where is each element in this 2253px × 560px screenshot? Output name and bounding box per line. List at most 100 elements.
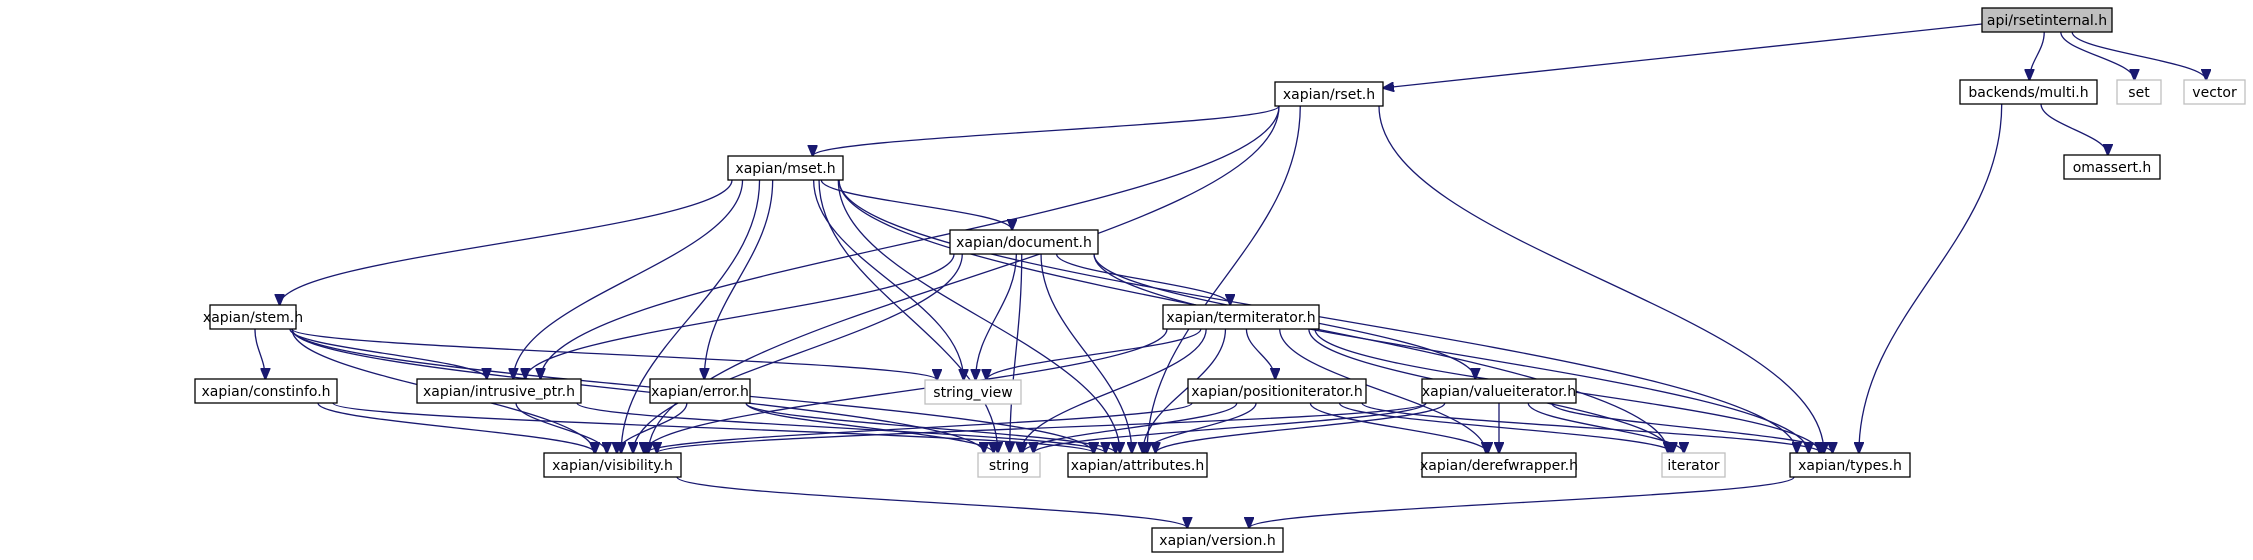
edge-termiterator-to-attributes xyxy=(1143,328,1227,453)
edge-multi-to-types xyxy=(1859,103,2003,453)
node-document[interactable]: xapian/document.h xyxy=(949,229,1099,255)
edge-rset-to-types xyxy=(1378,105,1824,453)
edge-termiterator-to-derefwrapper xyxy=(1279,328,1486,453)
edge-error-to-visibility xyxy=(617,402,688,453)
edge-stem-to-string xyxy=(291,328,984,453)
node-termiterator[interactable]: xapian/termiterator.h xyxy=(1162,304,1320,330)
edge-error-to-attributes xyxy=(745,402,1116,453)
edge-intrusive_ptr-to-attributes xyxy=(576,402,1106,453)
node-box xyxy=(1421,378,1577,404)
node-set: set xyxy=(2116,79,2162,105)
edge-positioniterator-to-derefwrapper xyxy=(1309,402,1488,453)
edge-document-to-types xyxy=(1093,253,1809,453)
edge-rsetinternal-to-rset xyxy=(1383,23,1983,88)
edge-visibility-to-version xyxy=(676,476,1187,528)
node-label: xapian/version.h xyxy=(1159,533,1275,549)
node-label: xapian/valueiterator.h xyxy=(1422,384,1576,400)
edge-mset-to-visibility xyxy=(621,179,761,453)
node-visibility[interactable]: xapian/visibility.h xyxy=(543,452,682,478)
node-version[interactable]: xapian/version.h xyxy=(1151,527,1284,553)
node-mset[interactable]: xapian/mset.h xyxy=(727,155,844,181)
node-error[interactable]: xapian/error.h xyxy=(649,378,751,404)
edge-types-to-version xyxy=(1249,476,1795,528)
node-box xyxy=(1959,79,2098,105)
node-label: xapian/attributes.h xyxy=(1071,458,1205,474)
node-box xyxy=(1661,452,1726,478)
edge-mset-to-string_view xyxy=(812,179,964,380)
edge-document-to-string_view xyxy=(976,253,1017,380)
edge-document-to-visibility xyxy=(633,253,963,453)
edge-mset-to-attributes xyxy=(837,179,1120,453)
node-box xyxy=(543,452,682,478)
edge-rsetinternal-to-set xyxy=(2060,31,2135,80)
edge-mset-to-stem xyxy=(280,179,733,305)
edge-positioniterator-to-visibility xyxy=(646,402,1193,453)
nodes-layer: api/rsetinternal.h xapian/rset.h backends/… xyxy=(194,7,2246,553)
node-box xyxy=(649,378,751,404)
edge-termiterator-to-positioniterator xyxy=(1245,328,1275,379)
node-box xyxy=(1067,452,1208,478)
node-label: xapian/mset.h xyxy=(735,161,835,177)
edge-error-to-string xyxy=(745,402,994,453)
node-intrusive-ptr[interactable]: xapian/intrusive_ptr.h xyxy=(416,378,582,404)
edge-termiterator-to-visibility xyxy=(644,328,1168,453)
node-box xyxy=(1162,304,1320,330)
edge-rset-to-attributes xyxy=(1147,105,1301,453)
edge-constinfo-to-visibility xyxy=(317,402,595,453)
edge-intrusive_ptr-to-visibility xyxy=(515,402,607,453)
edge-valueiterator-to-string xyxy=(1034,402,1427,453)
node-label: xapian/stem.h xyxy=(203,310,303,326)
edge-rsetinternal-to-multi xyxy=(2029,31,2045,80)
node-omassert[interactable]: omassert.h xyxy=(2063,154,2161,180)
node-multi[interactable]: backends/multi.h xyxy=(1959,79,2098,105)
edge-document-to-intrusive_ptr xyxy=(525,253,955,379)
node-rsetinternal[interactable]: api/rsetinternal.h xyxy=(1981,7,2113,33)
node-stem[interactable]: xapian/stem.h xyxy=(203,304,303,330)
node-box xyxy=(1421,452,1577,478)
node-vector: vector xyxy=(2183,79,2246,105)
edge-constinfo-to-attributes xyxy=(332,402,1094,453)
node-box xyxy=(949,229,1099,255)
node-box xyxy=(209,304,297,330)
node-box xyxy=(1981,7,2113,33)
node-derefwrapper[interactable]: xapian/derefwrapper.h xyxy=(1420,452,1578,478)
edge-valueiterator-to-types xyxy=(1551,402,1833,453)
node-attributes[interactable]: xapian/attributes.h xyxy=(1067,452,1208,478)
node-box xyxy=(1274,81,1384,107)
node-types[interactable]: xapian/types.h xyxy=(1789,452,1911,478)
node-valueiterator[interactable]: xapian/valueiterator.h xyxy=(1421,378,1577,404)
edge-stem-to-string_view xyxy=(291,328,937,380)
edge-mset-to-document xyxy=(820,179,1012,230)
node-box xyxy=(977,452,1041,478)
node-box xyxy=(2063,154,2161,180)
edge-document-to-attributes xyxy=(1040,253,1132,453)
node-constinfo[interactable]: xapian/constinfo.h xyxy=(194,378,338,404)
edge-mset-to-error xyxy=(704,179,774,379)
edge-positioniterator-to-iterator xyxy=(1338,402,1672,453)
node-label: xapian/types.h xyxy=(1798,458,1902,474)
node-box xyxy=(1151,527,1284,553)
node-label: set xyxy=(2128,85,2150,101)
node-label: backends/multi.h xyxy=(1968,85,2088,101)
node-label: xapian/rset.h xyxy=(1283,87,1375,103)
node-label: api/rsetinternal.h xyxy=(1987,13,2107,29)
node-iterator: iterator xyxy=(1661,452,1726,478)
edge-termiterator-to-string xyxy=(1021,328,1207,453)
node-label: xapian/error.h xyxy=(651,384,749,400)
edge-rsetinternal-to-vector xyxy=(2071,31,2206,80)
edge-valueiterator-to-attributes xyxy=(1156,402,1446,453)
edge-multi-to-omassert xyxy=(2040,103,2108,155)
node-box xyxy=(1789,452,1911,478)
node-label: omassert.h xyxy=(2073,160,2152,176)
edge-positioniterator-to-attributes xyxy=(1144,402,1257,453)
node-label: iterator xyxy=(1667,458,1719,474)
node-positioniterator[interactable]: xapian/positioniterator.h xyxy=(1187,378,1367,404)
node-label: string_view xyxy=(933,385,1012,401)
edge-valueiterator-to-visibility xyxy=(657,402,1427,453)
node-string-view: string_view xyxy=(924,379,1022,405)
edge-rset-to-mset xyxy=(813,105,1280,156)
node-string: string xyxy=(977,452,1041,478)
node-rset[interactable]: xapian/rset.h xyxy=(1274,81,1384,107)
node-box xyxy=(2183,79,2246,105)
